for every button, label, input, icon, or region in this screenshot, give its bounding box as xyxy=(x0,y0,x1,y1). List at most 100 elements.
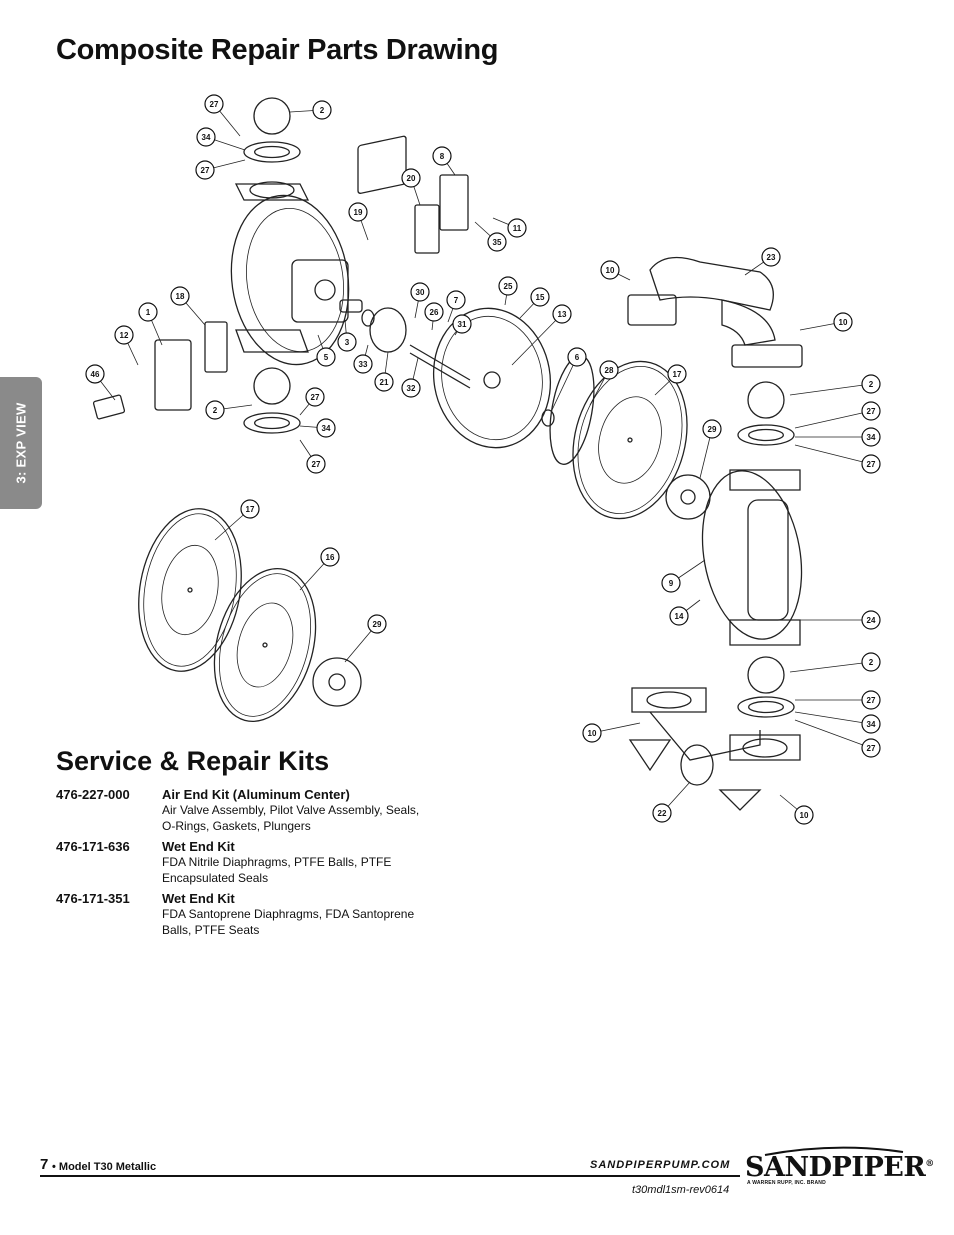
check-ball xyxy=(253,97,291,135)
leader-line xyxy=(551,356,578,411)
callout-number: 27 xyxy=(312,460,321,469)
leader-line xyxy=(511,313,563,366)
washer xyxy=(541,409,555,427)
callout-number: 27 xyxy=(867,744,876,753)
callout-bubble xyxy=(205,400,225,420)
callout-number: 32 xyxy=(407,384,416,393)
air-valve-gasket xyxy=(204,321,228,373)
callout-bubble xyxy=(861,610,881,630)
seal-ring-inner xyxy=(747,428,785,442)
chamber-pipe xyxy=(747,499,789,621)
callout-bubble xyxy=(170,286,190,306)
callout-bubble xyxy=(833,312,853,332)
kits-title: Service & Repair Kits xyxy=(56,746,330,776)
air-valve-body xyxy=(154,339,192,411)
callout-number: 30 xyxy=(416,288,425,297)
callout-number: 10 xyxy=(588,729,597,738)
page-number: 7 xyxy=(40,1156,49,1173)
callout-bubble xyxy=(446,290,466,310)
leader-line xyxy=(794,410,872,429)
elbow-down xyxy=(721,299,776,346)
footer-rule xyxy=(40,1175,740,1177)
callout-number: 28 xyxy=(605,366,614,375)
muffler xyxy=(92,394,126,420)
gasket xyxy=(414,204,440,254)
callout-number: 27 xyxy=(867,696,876,705)
callout-bubble xyxy=(401,378,421,398)
sandpiper-logo: SANDPIPER® A WARREN RUPP, INC. BRAND xyxy=(745,1146,934,1192)
callout-bubble xyxy=(337,332,357,352)
callout-bubble xyxy=(316,418,336,438)
callout-number: 27 xyxy=(210,100,219,109)
seal-ring xyxy=(243,412,301,434)
callout-bubble xyxy=(487,232,507,252)
plate xyxy=(369,307,407,353)
callout-bubble xyxy=(507,218,527,238)
manifold-flange xyxy=(235,329,309,353)
callout-bubble xyxy=(861,427,881,447)
callout-number: 29 xyxy=(373,620,382,629)
outer-chamber xyxy=(701,470,803,640)
seal-ring xyxy=(737,424,795,446)
callout-number: 10 xyxy=(839,318,848,327)
callout-bubble xyxy=(861,401,881,421)
suction-manifold xyxy=(649,711,761,761)
shaft xyxy=(409,352,471,389)
callout-bubble xyxy=(204,94,224,114)
check-ball xyxy=(747,656,785,694)
callout-bubble xyxy=(424,302,444,322)
callout-number: 8 xyxy=(440,152,445,161)
leader-line xyxy=(794,711,872,725)
callout-bubble xyxy=(861,374,881,394)
callout-number: 34 xyxy=(322,424,331,433)
callout-number: 15 xyxy=(536,293,545,302)
callout-bubble xyxy=(794,805,814,825)
callout-number: 1 xyxy=(146,308,151,317)
inner-plate xyxy=(432,307,552,449)
shaft xyxy=(409,344,471,381)
callout-number: 27 xyxy=(867,460,876,469)
callout-number: 34 xyxy=(867,720,876,729)
o-ring xyxy=(361,309,375,327)
callout-bubble xyxy=(498,276,518,296)
chamber-flange xyxy=(729,619,801,646)
callout-number: 10 xyxy=(800,811,809,820)
callout-number: 34 xyxy=(867,433,876,442)
suction-port xyxy=(646,691,692,709)
seal-ring xyxy=(737,696,795,718)
backup-diaphragm xyxy=(549,355,595,465)
callout-number: 7 xyxy=(454,296,459,305)
callout-bubble xyxy=(530,287,550,307)
seal-ring-inner xyxy=(747,700,785,714)
callout-number: 26 xyxy=(430,308,439,317)
callout-number: 5 xyxy=(324,353,329,362)
callout-number: 17 xyxy=(673,370,682,379)
callout-number: 22 xyxy=(658,809,667,818)
callout-bubble xyxy=(861,454,881,474)
kit-name: Wet End Kit xyxy=(162,839,235,854)
page-title: Composite Repair Parts Drawing xyxy=(56,34,499,66)
callout-number: 46 xyxy=(91,370,100,379)
callout-bubble xyxy=(353,354,373,374)
manifold-flange xyxy=(234,183,310,201)
callout-bubble xyxy=(367,614,387,634)
discharge-elbow xyxy=(649,256,774,311)
outer-plate xyxy=(665,474,711,520)
callout-bubble xyxy=(114,325,134,345)
callout-number: 19 xyxy=(354,208,363,217)
callout-number: 12 xyxy=(120,331,129,340)
callout-number: 14 xyxy=(675,612,684,621)
check-ball xyxy=(747,381,785,419)
suction-inlet xyxy=(680,744,714,786)
outer-plate-bolt xyxy=(680,489,696,505)
callout-number: 24 xyxy=(867,616,876,625)
bushing xyxy=(339,299,363,313)
callout-number: 9 xyxy=(669,579,674,588)
callout-number: 18 xyxy=(176,292,185,301)
kit-name: Wet End Kit xyxy=(162,891,235,906)
callout-number: 34 xyxy=(202,133,211,142)
callout-bubble xyxy=(667,364,687,384)
leader-line xyxy=(794,444,872,465)
callout-number: 23 xyxy=(767,253,776,262)
plate-hub xyxy=(483,371,501,389)
